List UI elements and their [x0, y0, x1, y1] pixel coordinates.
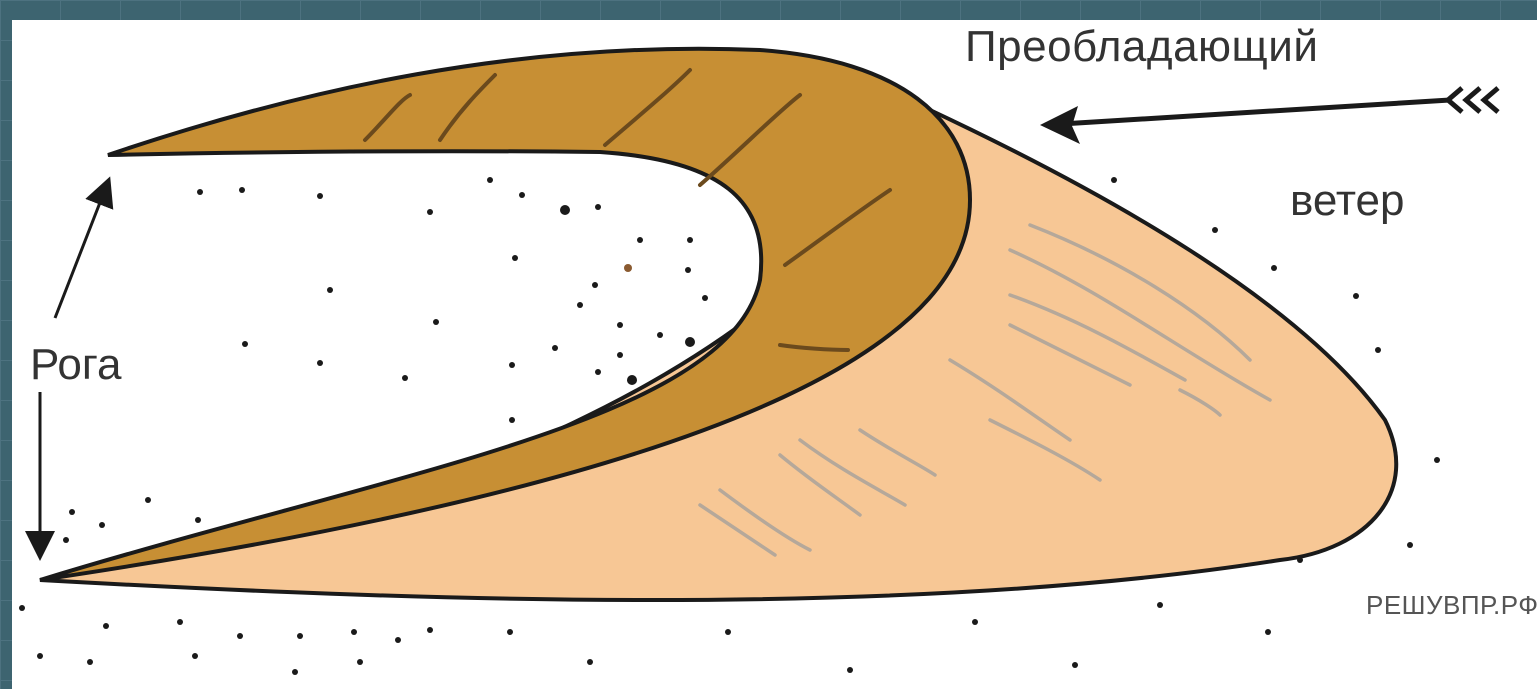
wind-label-line2: ветер	[1290, 176, 1405, 226]
watermark: РЕШУВПР.РФ	[1366, 590, 1537, 621]
horns-label: Рога	[30, 340, 121, 390]
wind-arrow-icon	[1040, 88, 1498, 144]
wind-label-line1: Преобладающий	[965, 22, 1318, 72]
